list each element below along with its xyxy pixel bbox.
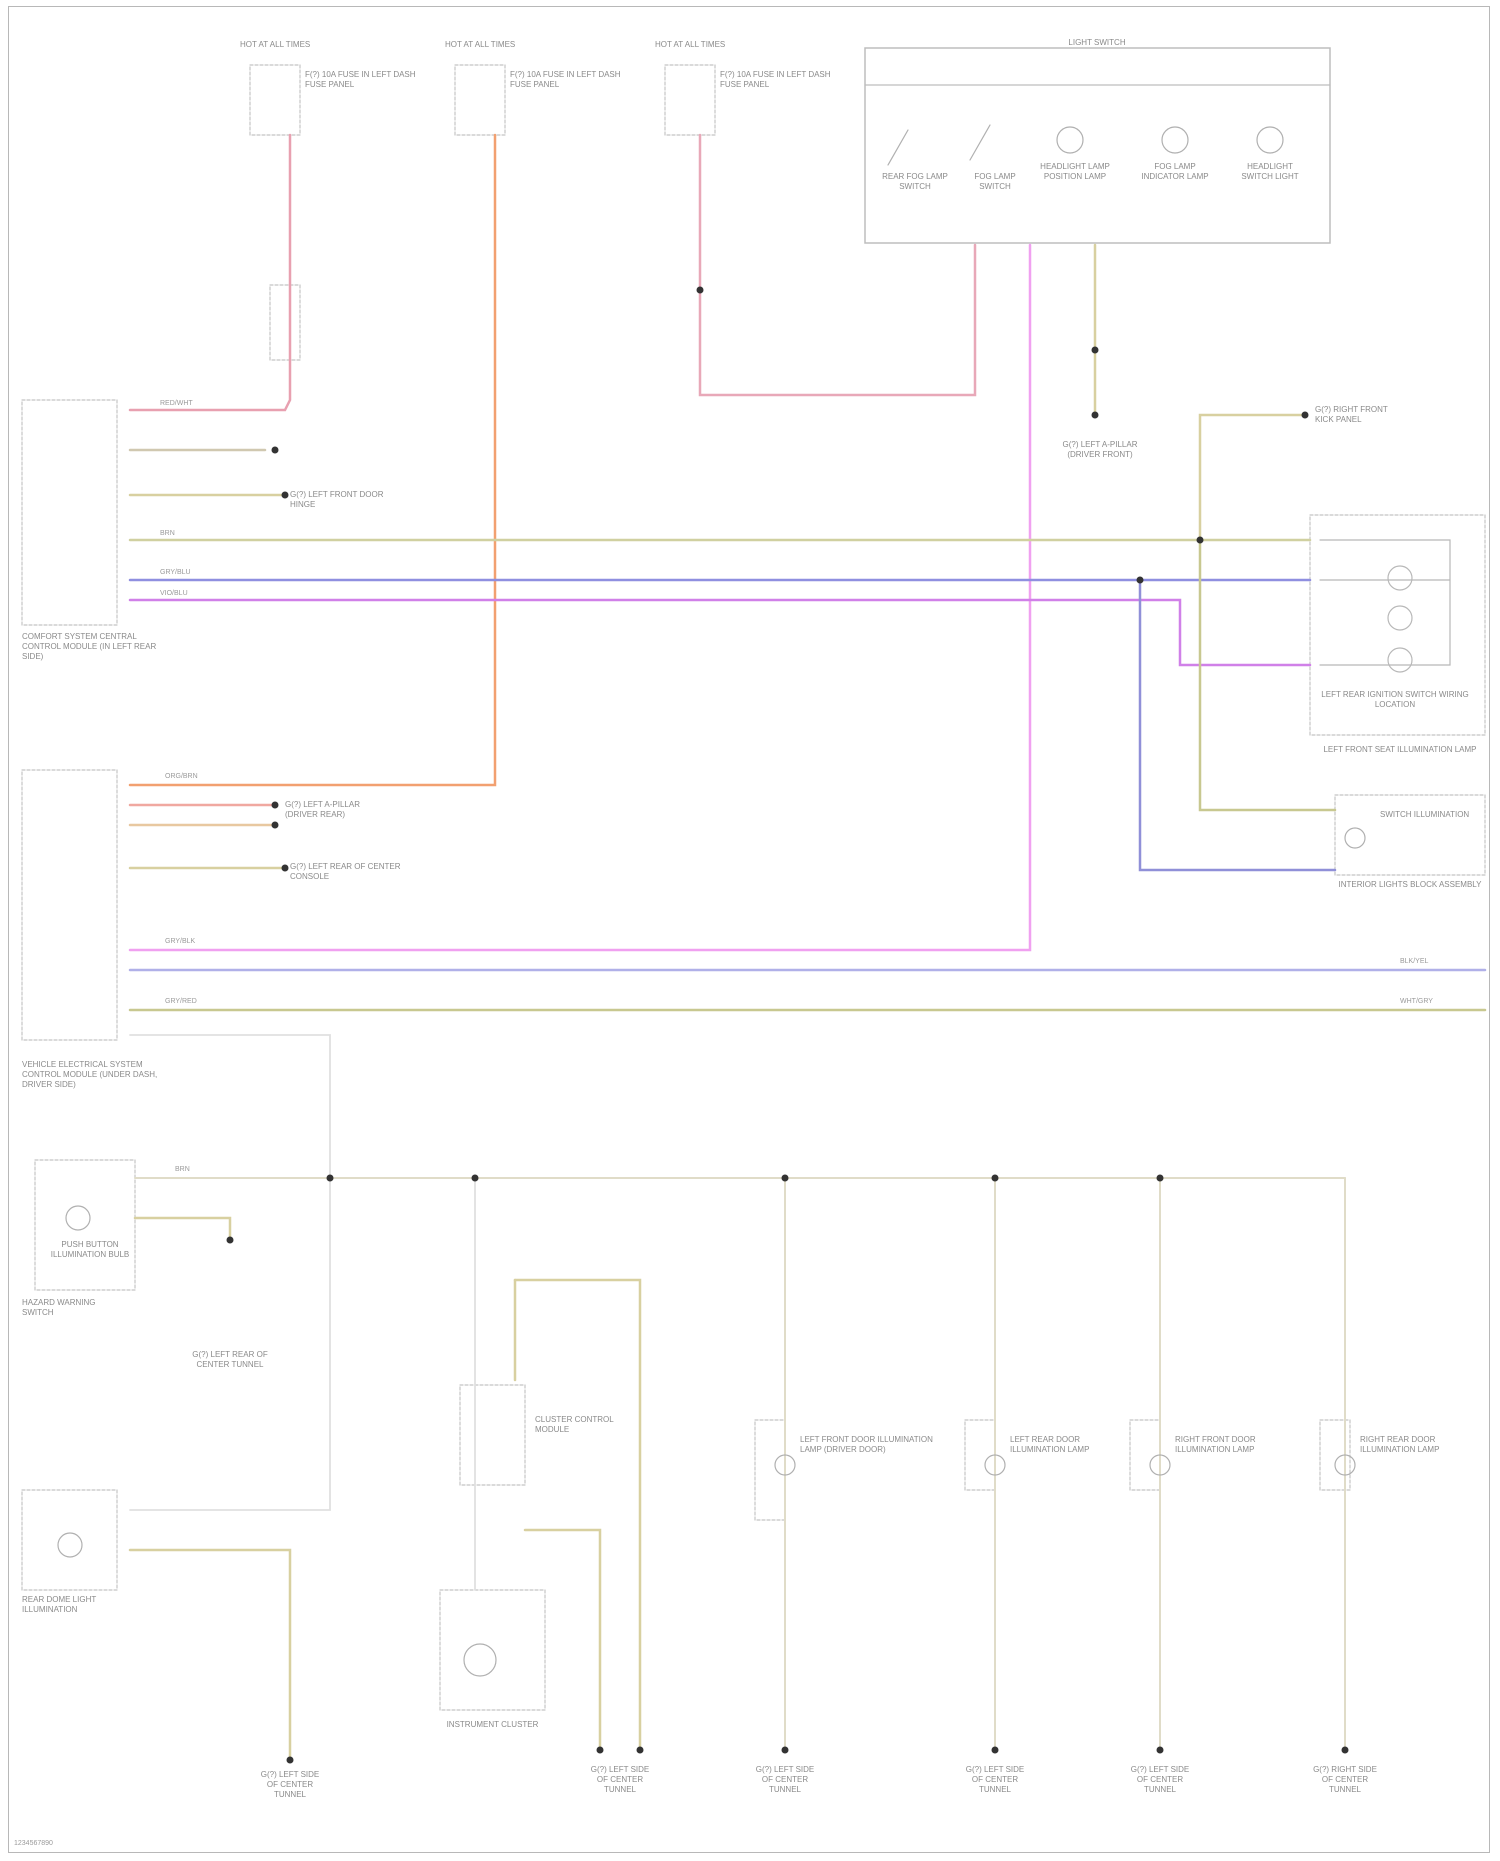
ground-1: G(?) RIGHT FRONT KICK PANEL (1315, 405, 1405, 425)
fuse-1-label: F(?) 10A FUSE IN LEFT DASH FUSE PANEL (305, 70, 425, 90)
vehicle-module-outline (22, 770, 117, 1040)
ground-0: G(?) LEFT A-PILLAR (DRIVER FRONT) (1060, 440, 1140, 460)
ground-9: G(?) LEFT SIDE OF CENTER TUNNEL (960, 1765, 1030, 1795)
cluster-switch-outline (460, 1385, 525, 1485)
light-switch-item-1: FOG LAMP SWITCH (960, 172, 1030, 192)
illum-lamp-label: LEFT FRONT SEAT ILLUMINATION LAMP (1320, 745, 1480, 755)
wire-orange (130, 135, 495, 785)
ground-5: G(?) LEFT REAR OF CENTER TUNNEL (190, 1350, 270, 1370)
instrument-cluster-label: INSTRUMENT CLUSTER (430, 1720, 555, 1730)
component-outlines (22, 65, 1485, 1710)
push-button-label: PUSH BUTTON ILLUMINATION BULB (40, 1240, 140, 1260)
push-button-outline (35, 1160, 135, 1290)
wire-violet-vehicle (130, 245, 1030, 950)
ground-8: G(?) LEFT SIDE OF CENTER TUNNEL (750, 1765, 820, 1795)
lamp-2-label: LEFT REAR DOOR ILLUMINATION LAMP (1010, 1435, 1120, 1455)
ground-4: G(?) LEFT REAR OF CENTER CONSOLE (290, 862, 410, 882)
light-switch-internals (888, 125, 1283, 165)
wire-red-comfort (130, 135, 290, 410)
right-connector-label: LEFT REAR IGNITION SWITCH WIRING LOCATIO… (1310, 690, 1480, 710)
light-switch-item-0: REAR FOG LAMP SWITCH (880, 172, 950, 192)
wire-blue-lower (1140, 580, 1335, 870)
lamp-3-outline (1130, 1420, 1160, 1490)
light-block-label: INTERIOR LIGHTS BLOCK ASSEMBLY (1335, 880, 1485, 890)
wire-label-blue: GRY/BLU (160, 569, 191, 577)
rear-light-label: REAR DOME LIGHT ILLUMINATION (22, 1595, 132, 1615)
wire-yellow-upper (1200, 415, 1305, 540)
wire-label-brn-1: BRN (160, 530, 175, 538)
fuse-3-header: HOT AT ALL TIMES (655, 40, 725, 50)
wire-label-wht-gry: WHT/GRY (1400, 998, 1433, 1006)
fuse-2-header: HOT AT ALL TIMES (445, 40, 515, 50)
ground-switch-label: SWITCH ILLUMINATION (1380, 810, 1480, 820)
wire-push-ground (135, 1218, 230, 1240)
ground-10: G(?) LEFT SIDE OF CENTER TUNNEL (1125, 1765, 1195, 1795)
block-bulb (1345, 828, 1365, 848)
wire-label-blk-yel: BLK/YEL (1400, 958, 1428, 966)
wire-label-org: ORG/BRN (165, 773, 198, 781)
wire-label-gry: GRY/BLK (165, 938, 195, 946)
wires (130, 135, 1485, 1760)
fuse-2-outline (455, 65, 505, 135)
comfort-module-label: COMFORT SYSTEM CENTRAL CONTROL MODULE (I… (22, 632, 172, 662)
ground-2: G(?) LEFT FRONT DOOR HINGE (290, 490, 410, 510)
rear-bulb (58, 1533, 82, 1557)
fuse-1-header: HOT AT ALL TIMES (240, 40, 310, 50)
wire-cluster-yellow (515, 1280, 640, 1750)
ground-11: G(?) RIGHT SIDE OF CENTER TUNNEL (1310, 1765, 1380, 1795)
comfort-module-outline (22, 400, 117, 625)
push-bulb (66, 1206, 90, 1230)
right-connector-internals (1320, 540, 1450, 672)
lamp-2-outline (965, 1420, 995, 1490)
wire-label-vio: VIO/BLU (160, 590, 188, 598)
hazard-switch-label: HAZARD WARNING SWITCH (22, 1298, 122, 1318)
ground-6: G(?) LEFT SIDE OF CENTER TUNNEL (255, 1770, 325, 1800)
fuse-3-label: F(?) 10A FUSE IN LEFT DASH FUSE PANEL (720, 70, 840, 90)
fuse-2-label: F(?) 10A FUSE IN LEFT DASH FUSE PANEL (510, 70, 630, 90)
fuse-1-outline (250, 65, 300, 135)
ground-3: G(?) LEFT A-PILLAR (DRIVER REAR) (285, 800, 395, 820)
wire-illum-left (130, 1035, 330, 1510)
vehicle-module-label: VEHICLE ELECTRICAL SYSTEM CONTROL MODULE… (22, 1060, 162, 1090)
lamp-1-outline (755, 1420, 785, 1520)
light-switch-item-4: HEADLIGHT SWITCH LIGHT (1235, 162, 1305, 182)
lamp-1-label: LEFT FRONT DOOR ILLUMINATION LAMP (DRIVE… (800, 1435, 940, 1455)
lamp-3-label: RIGHT FRONT DOOR ILLUMINATION LAMP (1175, 1435, 1285, 1455)
wire-label-gry-red: GRY/RED (165, 998, 197, 1006)
cluster-bulb (464, 1644, 496, 1676)
light-switch-item-3: FOG LAMP INDICATOR LAMP (1140, 162, 1210, 182)
connector-c1-outline (270, 285, 300, 360)
light-block-outline (1335, 795, 1485, 875)
lamp-4-label: RIGHT REAR DOOR ILLUMINATION LAMP (1360, 1435, 1470, 1455)
light-switch-item-2: HEADLIGHT LAMP POSITION LAMP (1040, 162, 1110, 182)
wire-label-brn-2: BRN (175, 1166, 190, 1174)
wire-label-red: RED/WHT (160, 400, 193, 408)
fuse-3-outline (665, 65, 715, 135)
wire-rear-ground (130, 1550, 290, 1760)
wire-cluster-yellow-2 (525, 1530, 600, 1750)
cluster-switch-label: CLUSTER CONTROL MODULE (535, 1415, 615, 1435)
light-switch-outline (865, 48, 1330, 243)
page-id: 1234567890 (14, 1840, 53, 1847)
light-switch-title: LIGHT SWITCH (1068, 38, 1125, 48)
rear-light-outline (22, 1490, 117, 1590)
ground-7: G(?) LEFT SIDE OF CENTER TUNNEL (585, 1765, 655, 1795)
wire-violet-main (130, 600, 1310, 665)
